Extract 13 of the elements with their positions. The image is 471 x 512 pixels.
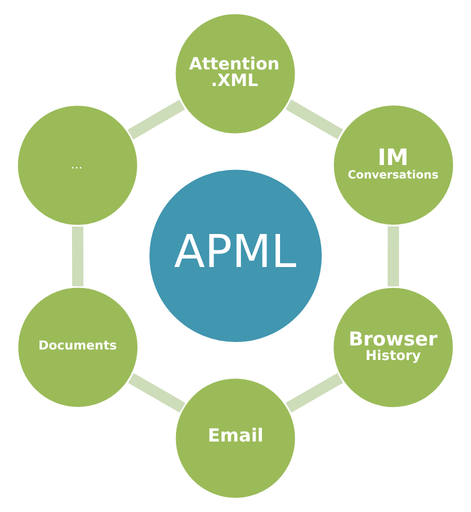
connector	[286, 373, 344, 413]
node-circle: Documents	[15, 284, 140, 410]
connector	[286, 100, 344, 140]
connector	[128, 100, 186, 140]
node-circle: Browser History	[330, 285, 456, 410]
connector	[128, 373, 186, 413]
node-circle: ...	[15, 102, 140, 228]
node-circle: IM Conversations	[331, 102, 456, 228]
connector	[388, 226, 400, 286]
node-circle: APML	[146, 166, 325, 345]
connector	[72, 226, 84, 286]
node-circle: Email	[172, 376, 298, 501]
node-circle: Attention .XML	[172, 11, 298, 136]
